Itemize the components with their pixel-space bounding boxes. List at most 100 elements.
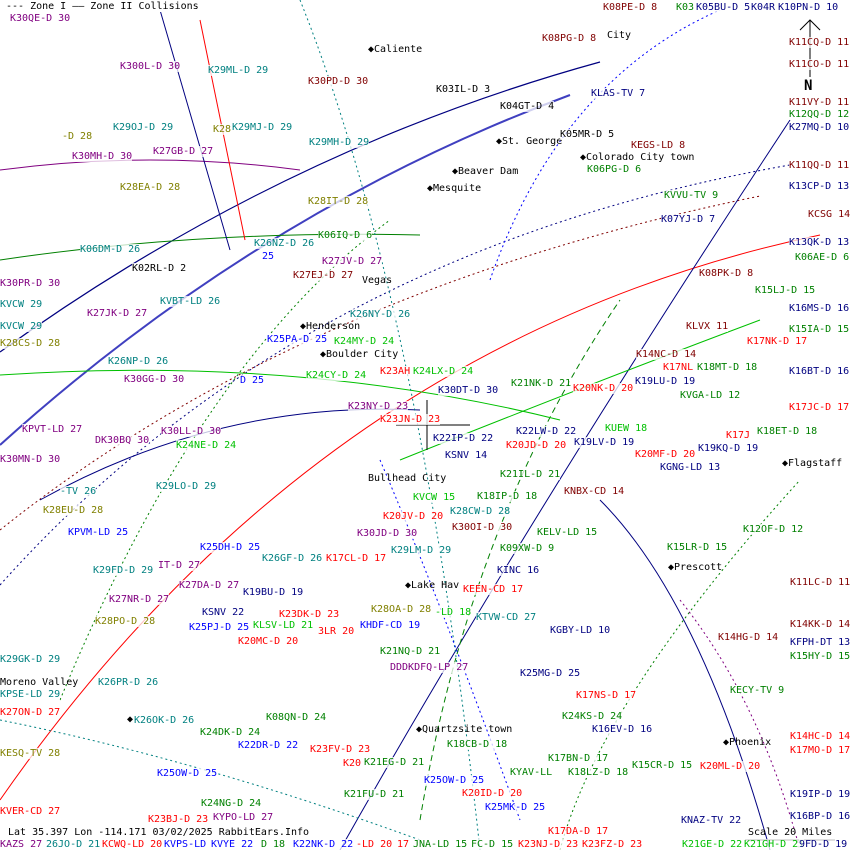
- station-label[interactable]: K30GG-D 30: [124, 374, 185, 385]
- station-label[interactable]: K30LL-D 30: [161, 426, 222, 437]
- station-label[interactable]: K04R: [751, 2, 776, 13]
- station-label[interactable]: 9FD-D 19: [799, 839, 848, 850]
- station-label[interactable]: K12OF-D 12: [743, 524, 804, 535]
- station-label[interactable]: K25OW-D 25: [157, 768, 218, 779]
- station-label[interactable]: K19LV-D 19: [574, 437, 635, 448]
- station-label[interactable]: K23DK-D 23: [279, 609, 340, 620]
- station-label[interactable]: K18IP-D 18: [477, 491, 538, 502]
- station-label[interactable]: KLSV-LD 21: [253, 620, 314, 631]
- station-label[interactable]: K23BJ-D 23: [148, 814, 209, 825]
- station-label[interactable]: DDDKDFQ-LP 27: [390, 662, 469, 673]
- station-label[interactable]: K24KS-D 24: [562, 711, 623, 722]
- station-label[interactable]: KECY-TV 9: [730, 685, 785, 696]
- station-label[interactable]: K09XW-D 9: [500, 543, 555, 554]
- station-label[interactable]: K21NK-D 21: [511, 378, 572, 389]
- station-label[interactable]: KSNV 14: [445, 450, 488, 461]
- station-label[interactable]: K20JV-D 20: [383, 511, 444, 522]
- station-label[interactable]: K10PN-D 10: [778, 2, 839, 13]
- station-label[interactable]: K24NG-D 24: [201, 798, 262, 809]
- station-label[interactable]: K18MT-D 18: [697, 362, 758, 373]
- station-label[interactable]: K20MC-D 20: [238, 636, 299, 647]
- station-label[interactable]: K27MQ-D 10: [789, 122, 850, 133]
- station-label[interactable]: KTVW-CD 27: [476, 612, 537, 623]
- station-label[interactable]: K14HC-D 14: [790, 731, 850, 742]
- station-label[interactable]: KNBX-CD 14: [564, 486, 625, 497]
- station-label[interactable]: KVBT-LD 26: [160, 296, 221, 307]
- station-label[interactable]: K27EJ-D 27: [293, 270, 354, 281]
- station-label[interactable]: K30MH-D 30: [72, 151, 133, 162]
- station-label[interactable]: KPSE-LD 29: [0, 689, 61, 700]
- station-label[interactable]: KPVT-LD 27: [22, 424, 83, 435]
- station-label[interactable]: K19BU-D 19: [243, 587, 304, 598]
- station-label[interactable]: IT-D 27: [158, 560, 201, 571]
- station-label[interactable]: D 25: [240, 375, 265, 386]
- station-label[interactable]: KPVM-LD 25: [68, 527, 129, 538]
- station-label[interactable]: K16EV-D 16: [592, 724, 653, 735]
- station-label[interactable]: K06IQ-D 6: [318, 230, 373, 241]
- station-label[interactable]: K19KQ-D 19: [698, 443, 759, 454]
- station-label[interactable]: K28CS-D 28: [0, 338, 61, 349]
- station-label[interactable]: K20NK-D 20: [573, 383, 634, 394]
- station-label[interactable]: K11LC-D 11: [790, 577, 850, 588]
- station-label[interactable]: KCWQ-LD 20: [102, 839, 163, 850]
- station-label[interactable]: KLVX 11: [686, 321, 729, 332]
- station-label[interactable]: KNAZ-TV 22: [681, 815, 742, 826]
- station-label[interactable]: K16BP-D 16: [790, 811, 850, 822]
- station-label[interactable]: K26NP-D 26: [108, 356, 169, 367]
- station-label[interactable]: K18ET-D 18: [757, 426, 818, 437]
- station-label[interactable]: -LD 20: [356, 839, 393, 850]
- station-label[interactable]: K08QN-D 24: [266, 712, 327, 723]
- station-label[interactable]: K23NY-D 23: [348, 401, 409, 412]
- station-label[interactable]: K27NR-D 27: [109, 594, 170, 605]
- station-label[interactable]: K27DA-D 27: [179, 580, 240, 591]
- station-label[interactable]: K28: [213, 124, 232, 135]
- station-label[interactable]: K03: [676, 2, 695, 13]
- station-label[interactable]: K20ML-D 20: [700, 761, 761, 772]
- station-label[interactable]: K11QQ-D 11: [789, 160, 850, 171]
- station-label[interactable]: K26NZ-D 26: [254, 238, 315, 249]
- station-label[interactable]: K22LW-D 22: [516, 426, 577, 437]
- station-label[interactable]: K23AH: [380, 366, 411, 377]
- station-label[interactable]: K26OK-D 26: [134, 715, 195, 726]
- station-label[interactable]: K21GH-D 21: [744, 839, 805, 850]
- station-label[interactable]: JNA-LD 15: [413, 839, 468, 850]
- station-label[interactable]: K27GB-D 27: [153, 146, 214, 157]
- station-label[interactable]: K12QQ-D 12: [789, 109, 850, 120]
- station-label[interactable]: K07YJ-D 7: [661, 214, 716, 225]
- station-label[interactable]: K30MN-D 30: [0, 454, 61, 465]
- station-label[interactable]: K22DR-D 22: [238, 740, 299, 751]
- station-label[interactable]: K30JD-D 30: [357, 528, 418, 539]
- station-label[interactable]: 3LR 20: [318, 626, 355, 637]
- station-label[interactable]: K17J: [726, 430, 751, 441]
- station-label[interactable]: K25MG-D 25: [520, 668, 581, 679]
- station-label[interactable]: K08PG-D 8: [542, 33, 597, 44]
- station-label[interactable]: KVYE 22: [211, 839, 254, 850]
- station-label[interactable]: K24MY-D 24: [334, 336, 395, 347]
- station-label[interactable]: K25DH-D 25: [200, 542, 261, 553]
- station-label[interactable]: K20JD-D 20: [506, 440, 567, 451]
- station-label[interactable]: K11CO-D 11: [789, 59, 850, 70]
- station-label[interactable]: -TV 26: [60, 486, 97, 497]
- station-label[interactable]: K17NS-D 17: [576, 690, 637, 701]
- station-label[interactable]: K28OA-D 28: [371, 604, 432, 615]
- station-label[interactable]: KVCW 29: [0, 321, 43, 332]
- station-label[interactable]: KUEW 18: [605, 423, 648, 434]
- station-label[interactable]: K21GE-D 22: [682, 839, 743, 850]
- station-label[interactable]: K03IL-D 3: [436, 84, 491, 95]
- station-label[interactable]: K30PD-D 30: [308, 76, 369, 87]
- station-label[interactable]: K06DM-D 26: [80, 244, 141, 255]
- station-label[interactable]: K28PO-D 28: [95, 616, 156, 627]
- station-label[interactable]: K25OW-D 25: [424, 775, 485, 786]
- station-label[interactable]: K28EA-D 28: [120, 182, 181, 193]
- station-label[interactable]: K15HY-D 15: [790, 651, 850, 662]
- station-label[interactable]: K21EG-D 21: [364, 757, 425, 768]
- station-label[interactable]: K300L-D 30: [120, 61, 181, 72]
- station-label[interactable]: K26PR-D 26: [98, 677, 159, 688]
- station-label[interactable]: K16BT-D 16: [789, 366, 850, 377]
- station-label[interactable]: -LD 18: [435, 607, 472, 618]
- station-label[interactable]: K29MJ-D 29: [232, 122, 293, 133]
- station-label[interactable]: KEGS-LD 8: [631, 140, 686, 151]
- station-label[interactable]: K17CL-D 17: [326, 553, 387, 564]
- station-label[interactable]: K15LJ-D 15: [755, 285, 816, 296]
- station-label[interactable]: K20ID-D 20: [462, 788, 523, 799]
